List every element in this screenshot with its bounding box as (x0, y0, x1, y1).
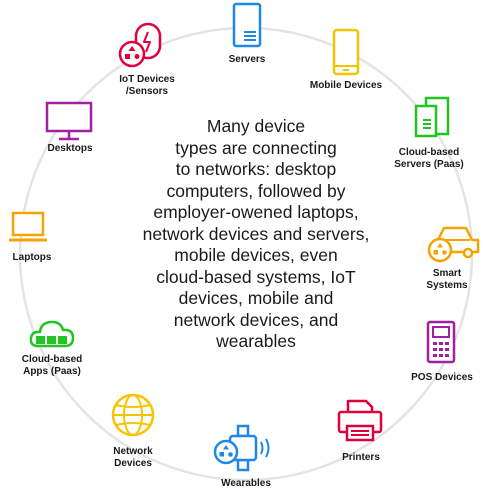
smart-car-icon (427, 226, 480, 263)
center-line: mobile devices, even (174, 245, 338, 265)
iot-sensor-icon (118, 22, 162, 68)
center-line: employer-owened laptops, (153, 202, 359, 222)
server-icon (232, 2, 262, 48)
label-line: /Sensors (125, 86, 169, 97)
label-line: IoT Devices (119, 74, 175, 85)
node-label: Smart Systems (412, 268, 482, 292)
node-label: Desktops (47, 143, 93, 154)
cloud-apps-icon (29, 320, 75, 348)
center-line: cloud-based systems, IoT (156, 266, 356, 287)
center-line: wearables (216, 331, 296, 351)
label-line: Devices (114, 458, 152, 469)
smartwatch-icon (213, 424, 270, 472)
node-label: IoT Devices /Sensors (102, 74, 192, 98)
node-label: Laptops (12, 252, 52, 263)
node-label: Network Devices (93, 446, 173, 470)
cloud-server-icon (414, 96, 450, 138)
node-label: Wearables (221, 478, 271, 489)
node-label: Servers (228, 54, 266, 65)
globe-network-icon (111, 393, 155, 437)
label-line: Smart (432, 268, 462, 279)
label-line: Cloud-based (398, 147, 460, 158)
label-line: Cloud-based (21, 354, 83, 365)
center-line: computers, followed by (166, 180, 346, 201)
desktop-monitor-icon (45, 101, 93, 141)
center-line: network devices, and (173, 309, 339, 330)
center-line: network devices and servers, (142, 223, 370, 244)
node-label: Printers (342, 452, 380, 463)
label-line: Network (113, 446, 153, 457)
node-label: POS Devices (411, 372, 473, 383)
node-label: Cloud-based Apps (Paas) (12, 354, 92, 378)
center-line: Many device (206, 116, 306, 136)
printer-icon (337, 399, 383, 442)
pos-terminal-icon (426, 320, 456, 364)
node-label: Mobile Devices (309, 80, 383, 91)
mobile-phone-icon (332, 28, 360, 76)
label-line: Servers (Paas) (394, 159, 464, 170)
label-line: Apps (Paas) (23, 366, 81, 377)
center-line: devices, mobile and (178, 288, 334, 308)
laptop-icon (9, 211, 47, 242)
label-line: Systems (426, 280, 468, 291)
center-line: to networks: desktop (175, 159, 337, 179)
center-description: Many device types are connecting to netw… (106, 116, 406, 353)
center-line: types are connecting (175, 137, 337, 158)
node-label: Cloud-based Servers (Paas) (389, 147, 469, 171)
